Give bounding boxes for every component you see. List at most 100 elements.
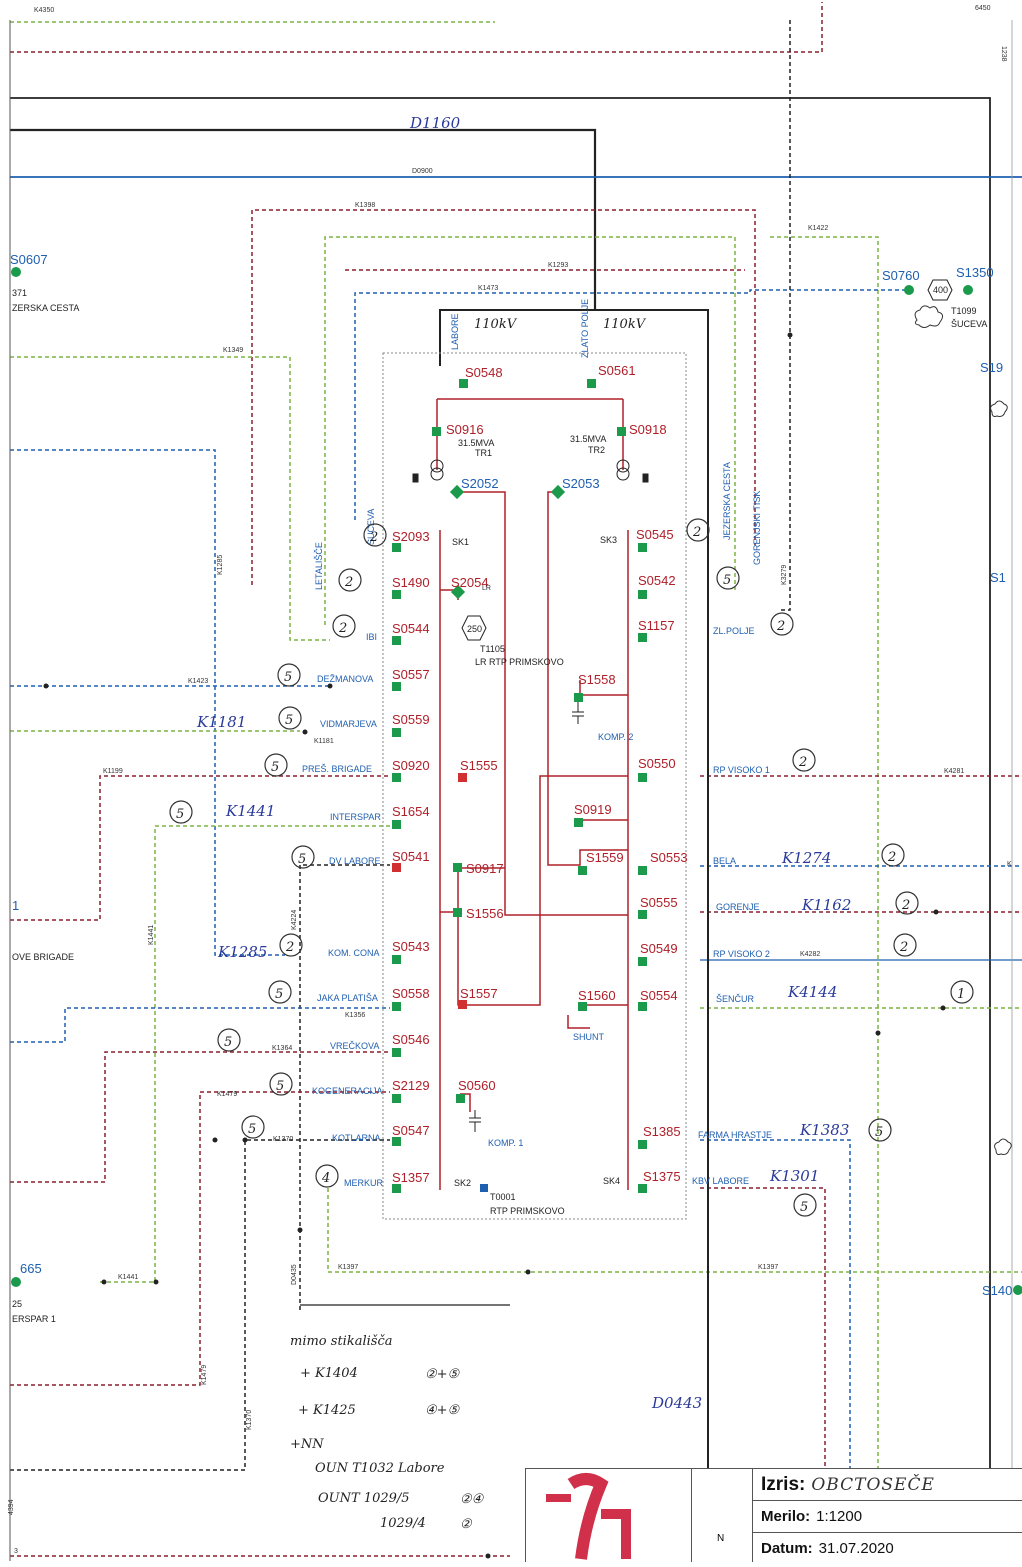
s0916-label: S0916 (446, 422, 484, 437)
switch-s2054[interactable] (450, 584, 466, 600)
ground2-icon (642, 473, 649, 483)
switch-s0541[interactable] (392, 863, 401, 872)
switch-s1357[interactable] (392, 1184, 401, 1193)
s140-label: S140 (982, 1283, 1012, 1298)
switch-s1559[interactable] (578, 866, 587, 875)
switch-s1557[interactable] (458, 1000, 467, 1009)
s0545-label: S0545 (636, 527, 674, 542)
dv-labore-outlet-label: DV LABORE (329, 856, 381, 866)
lr-rtp-label: LR RTP PRIMSKOVO (475, 657, 564, 667)
switch-s1555[interactable] (458, 773, 467, 782)
s13-label: S1 (990, 570, 1006, 585)
switch-s1375[interactable] (638, 1184, 647, 1193)
switch-s0917[interactable] (453, 863, 462, 872)
datum-row: Datum: 31.07.2020 (753, 1533, 1022, 1564)
node-s1350[interactable] (963, 285, 973, 295)
svg-text:2: 2 (901, 898, 910, 913)
switch-s0546[interactable] (392, 1048, 401, 1057)
switch-s0554[interactable] (638, 1002, 647, 1011)
num-6450-label: 6450 (975, 5, 991, 12)
k1398-label: K1398 (355, 202, 375, 209)
switch-s0920[interactable] (392, 773, 401, 782)
rp-visoko1-outlet-label: RP VISOKO 1 (713, 765, 770, 775)
k4281-label: K4281 (944, 768, 964, 775)
switch-s0547[interactable] (392, 1137, 401, 1146)
svg-text:5: 5 (800, 1200, 808, 1215)
note-line1: mimo stikališča (290, 1334, 392, 1349)
erspar-label: ERSPAR 1 (12, 1314, 56, 1324)
svg-text:2: 2 (887, 850, 896, 865)
switch-s2052[interactable] (449, 484, 465, 500)
switch-s1560[interactable] (578, 1002, 587, 1011)
switch-s0545[interactable] (638, 543, 647, 552)
num-25-label: 25 (12, 1299, 22, 1309)
s0560-label: S0560 (458, 1078, 496, 1093)
num-371-label: 371 (12, 288, 27, 298)
s1654-label: S1654 (392, 804, 430, 819)
switch-s0548[interactable] (459, 379, 468, 388)
switch-s0555[interactable] (638, 910, 647, 919)
pres-brigade-outlet-label: PREŠ. BRIGADE (302, 764, 372, 774)
switch-t0001[interactable] (480, 1184, 488, 1192)
switch-s1385[interactable] (638, 1140, 647, 1149)
transformer-tr2b-icon (616, 467, 630, 481)
north-label: N (717, 1533, 725, 1544)
switch-s0543[interactable] (392, 955, 401, 964)
jezerska-outlet-label: JEZERSKA CESTA (722, 462, 732, 540)
switch-s0561[interactable] (587, 379, 596, 388)
svg-text:2: 2 (692, 525, 701, 540)
node-s0760[interactable] (904, 285, 914, 295)
s2054-label: S2054 (451, 575, 489, 590)
switch-s0919[interactable] (574, 818, 583, 827)
node-s140[interactable] (1013, 1285, 1022, 1295)
s1556-label: S1556 (466, 906, 504, 921)
kbv-labore-outlet-label: KBV LABORE (692, 1176, 749, 1186)
transformer-tr2-icon (616, 459, 630, 473)
t0001-label: T0001 (490, 1192, 516, 1202)
rp-visoko2-outlet-label: RP VISOKO 2 (713, 949, 770, 959)
dots (43, 332, 946, 1559)
busbars (436, 398, 629, 1190)
switch-s1654[interactable] (392, 820, 401, 829)
svg-text:5: 5 (723, 573, 731, 588)
switch-s0544[interactable] (392, 636, 401, 645)
switch-s0559[interactable] (392, 728, 401, 737)
svg-text:5: 5 (224, 1035, 232, 1050)
switches (11, 267, 1022, 1295)
switch-s0553[interactable] (638, 866, 647, 875)
switch-s0550[interactable] (638, 773, 647, 782)
merilo-label: Merilo: (761, 1508, 811, 1525)
switch-s0558[interactable] (392, 1002, 401, 1011)
switch-s2129[interactable] (392, 1094, 401, 1103)
k1181-handwritten: K1181 (196, 713, 246, 731)
node-s0607[interactable] (11, 267, 21, 277)
note-line7b: ② (460, 1517, 473, 1532)
switch-s0542[interactable] (638, 590, 647, 599)
kom-cona-outlet-label: KOM. CONA (328, 948, 380, 958)
svg-text:5: 5 (875, 1125, 883, 1140)
capacitor-komp1-icon (469, 1110, 481, 1132)
switch-s0918[interactable] (617, 427, 626, 436)
switch-s0560[interactable] (456, 1094, 465, 1103)
background-lines (9, 2, 1022, 1561)
svg-text:2: 2 (798, 755, 807, 770)
switch-s0549[interactable] (638, 957, 647, 966)
switch-s0916[interactable] (432, 427, 441, 436)
s0557-label: S0557 (392, 667, 430, 682)
bela-outlet-label: BELA (713, 856, 736, 866)
switch-s1157[interactable] (638, 633, 647, 642)
s19-label: S19 (980, 360, 1003, 375)
switch-s1558[interactable] (574, 693, 583, 702)
switch-s0557[interactable] (392, 682, 401, 691)
num-1-label: 1 (12, 898, 19, 913)
k1441b-label: K1441 (118, 1274, 138, 1281)
switch-s1556[interactable] (453, 908, 462, 917)
sencur-outlet-label: ŠENČUR (716, 994, 755, 1004)
switch-s2093[interactable] (392, 543, 401, 552)
switch-s2053[interactable] (550, 484, 566, 500)
node-s665[interactable] (11, 1277, 21, 1287)
switch-s1490[interactable] (392, 590, 401, 599)
k1479-label: K1479 (217, 1091, 237, 1098)
s0919-label: S0919 (574, 802, 612, 817)
k1441-handwritten: K1441 (225, 802, 275, 820)
